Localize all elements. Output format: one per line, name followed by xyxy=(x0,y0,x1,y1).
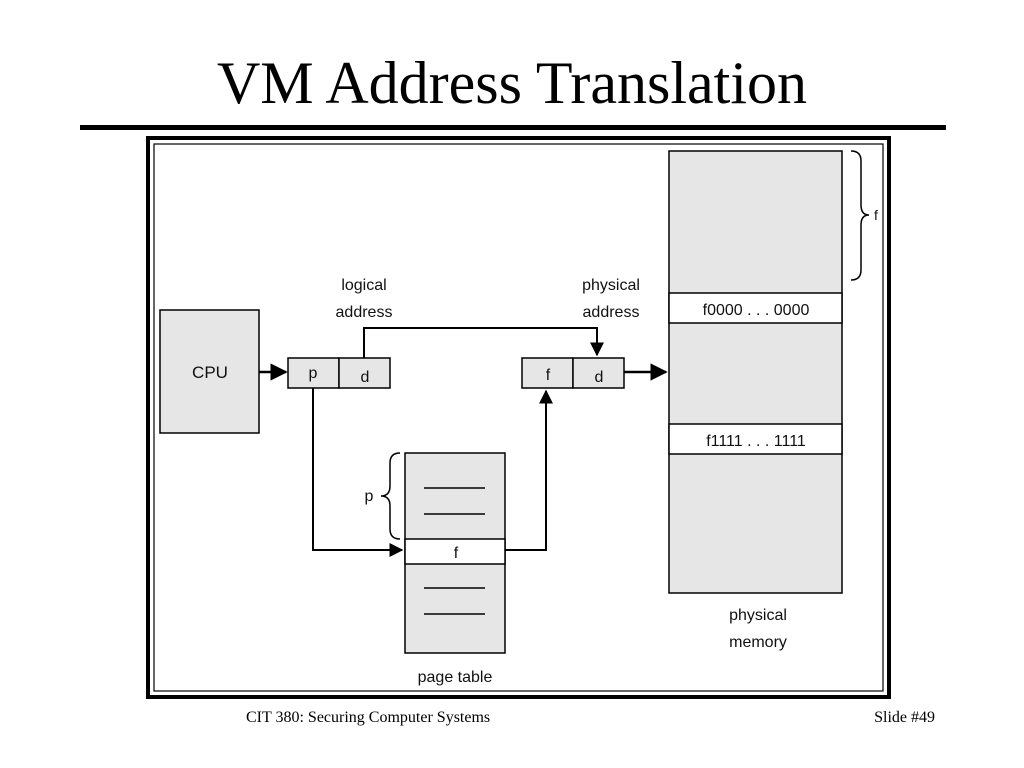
physical-memory-label-line1: physical xyxy=(729,607,787,624)
physical-memory-label-line2: memory xyxy=(729,634,787,651)
logical-d-cell xyxy=(338,357,391,389)
footer-course: CIT 380: Securing Computer Systems xyxy=(246,709,491,726)
title-rule xyxy=(80,125,946,130)
offset-arrow xyxy=(363,327,604,358)
diagram-frame-inner xyxy=(153,143,884,692)
frame-start-row xyxy=(668,292,843,324)
logical-d-label: d xyxy=(361,369,370,386)
page-table-brace-label: p xyxy=(365,488,374,505)
memory-brace-label: f xyxy=(874,207,878,223)
frame-end-row xyxy=(668,423,843,455)
page-table-brace xyxy=(380,452,401,540)
logical-p-label: p xyxy=(309,365,318,382)
physical-d-label: d xyxy=(595,369,604,386)
page-table-entry xyxy=(404,538,506,565)
logical-address-label-line2: address xyxy=(336,304,393,321)
physical-address-label-line2: address xyxy=(583,304,640,321)
page-table-label: page table xyxy=(418,669,493,686)
cpu-label: CPU xyxy=(192,363,228,382)
logical-address-label-line1: logical xyxy=(341,277,386,294)
slide-title: VM Address Translation xyxy=(216,50,808,116)
footer-slide-number: Slide #49 xyxy=(874,709,935,726)
frame-number-arrow xyxy=(505,389,553,551)
frame-end-label: f1111 . . . 1111 xyxy=(706,433,806,450)
page-table-entry-label: f xyxy=(454,545,459,562)
physical-memory-box xyxy=(668,150,843,594)
physical-f-label: f xyxy=(546,367,551,384)
memory-frame-brace xyxy=(850,150,870,281)
logical-p-cell xyxy=(287,357,340,389)
physical-address-label-line1: physical xyxy=(582,277,640,294)
frame-start-label: f0000 . . . 0000 xyxy=(703,302,810,319)
page-number-arrow xyxy=(312,388,404,557)
